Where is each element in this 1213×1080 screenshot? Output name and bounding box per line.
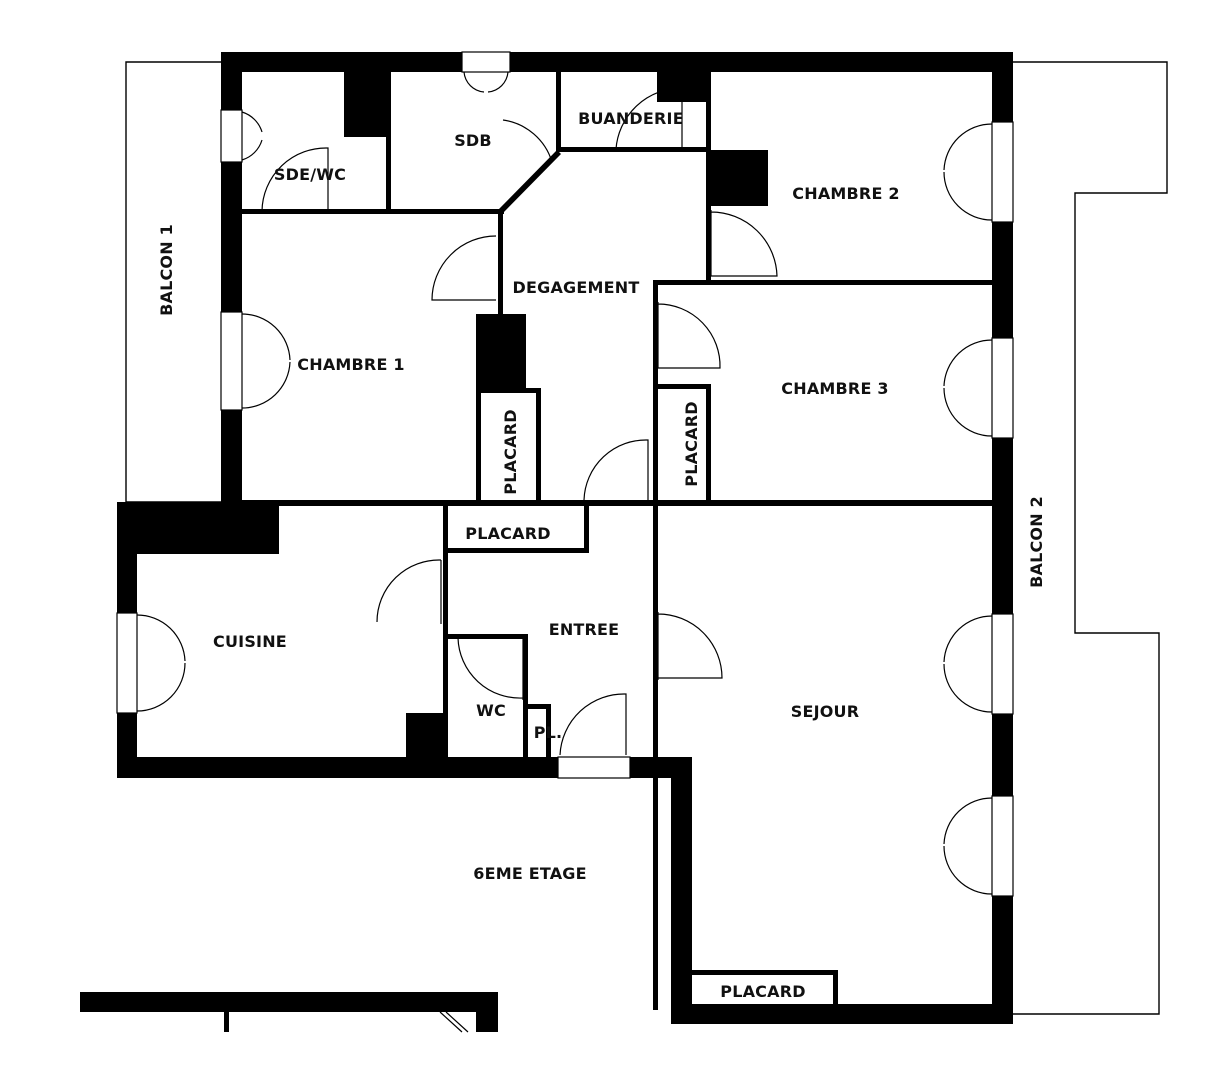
pillars bbox=[344, 72, 768, 759]
label-entree: ENTREE bbox=[549, 620, 620, 639]
neighbour-wall bbox=[80, 992, 498, 1033]
label-cuisine: CUISINE bbox=[213, 632, 287, 651]
doors bbox=[261, 87, 778, 756]
label-balcon-1: BALCON 1 bbox=[157, 224, 176, 316]
windows bbox=[116, 51, 1014, 897]
label-degagement: DEGAGEMENT bbox=[513, 278, 640, 297]
label-placard-entry: PLACARD bbox=[465, 524, 550, 543]
label-placard-bottom: PLACARD bbox=[720, 982, 805, 1001]
label-pl: PL. bbox=[534, 723, 563, 742]
label-sejour: SEJOUR bbox=[791, 702, 860, 721]
label-sde-wc: SDE/WC bbox=[274, 165, 346, 184]
label-balcon-2: BALCON 2 bbox=[1027, 496, 1046, 588]
interior-walls bbox=[221, 72, 993, 1010]
label-placard-left: PLACARD bbox=[501, 409, 520, 494]
label-chambre-3: CHAMBRE 3 bbox=[781, 379, 888, 398]
label-chambre-2: CHAMBRE 2 bbox=[792, 184, 899, 203]
label-placard-mid: PLACARD bbox=[682, 401, 701, 486]
label-sdb: SDB bbox=[454, 131, 492, 150]
label-floor: 6EME ETAGE bbox=[473, 864, 587, 883]
label-buanderie: BUANDERIE bbox=[578, 109, 684, 128]
balcony-2-outline bbox=[1012, 61, 1168, 1015]
label-wc: WC bbox=[476, 701, 506, 720]
label-chambre-1: CHAMBRE 1 bbox=[297, 355, 404, 374]
